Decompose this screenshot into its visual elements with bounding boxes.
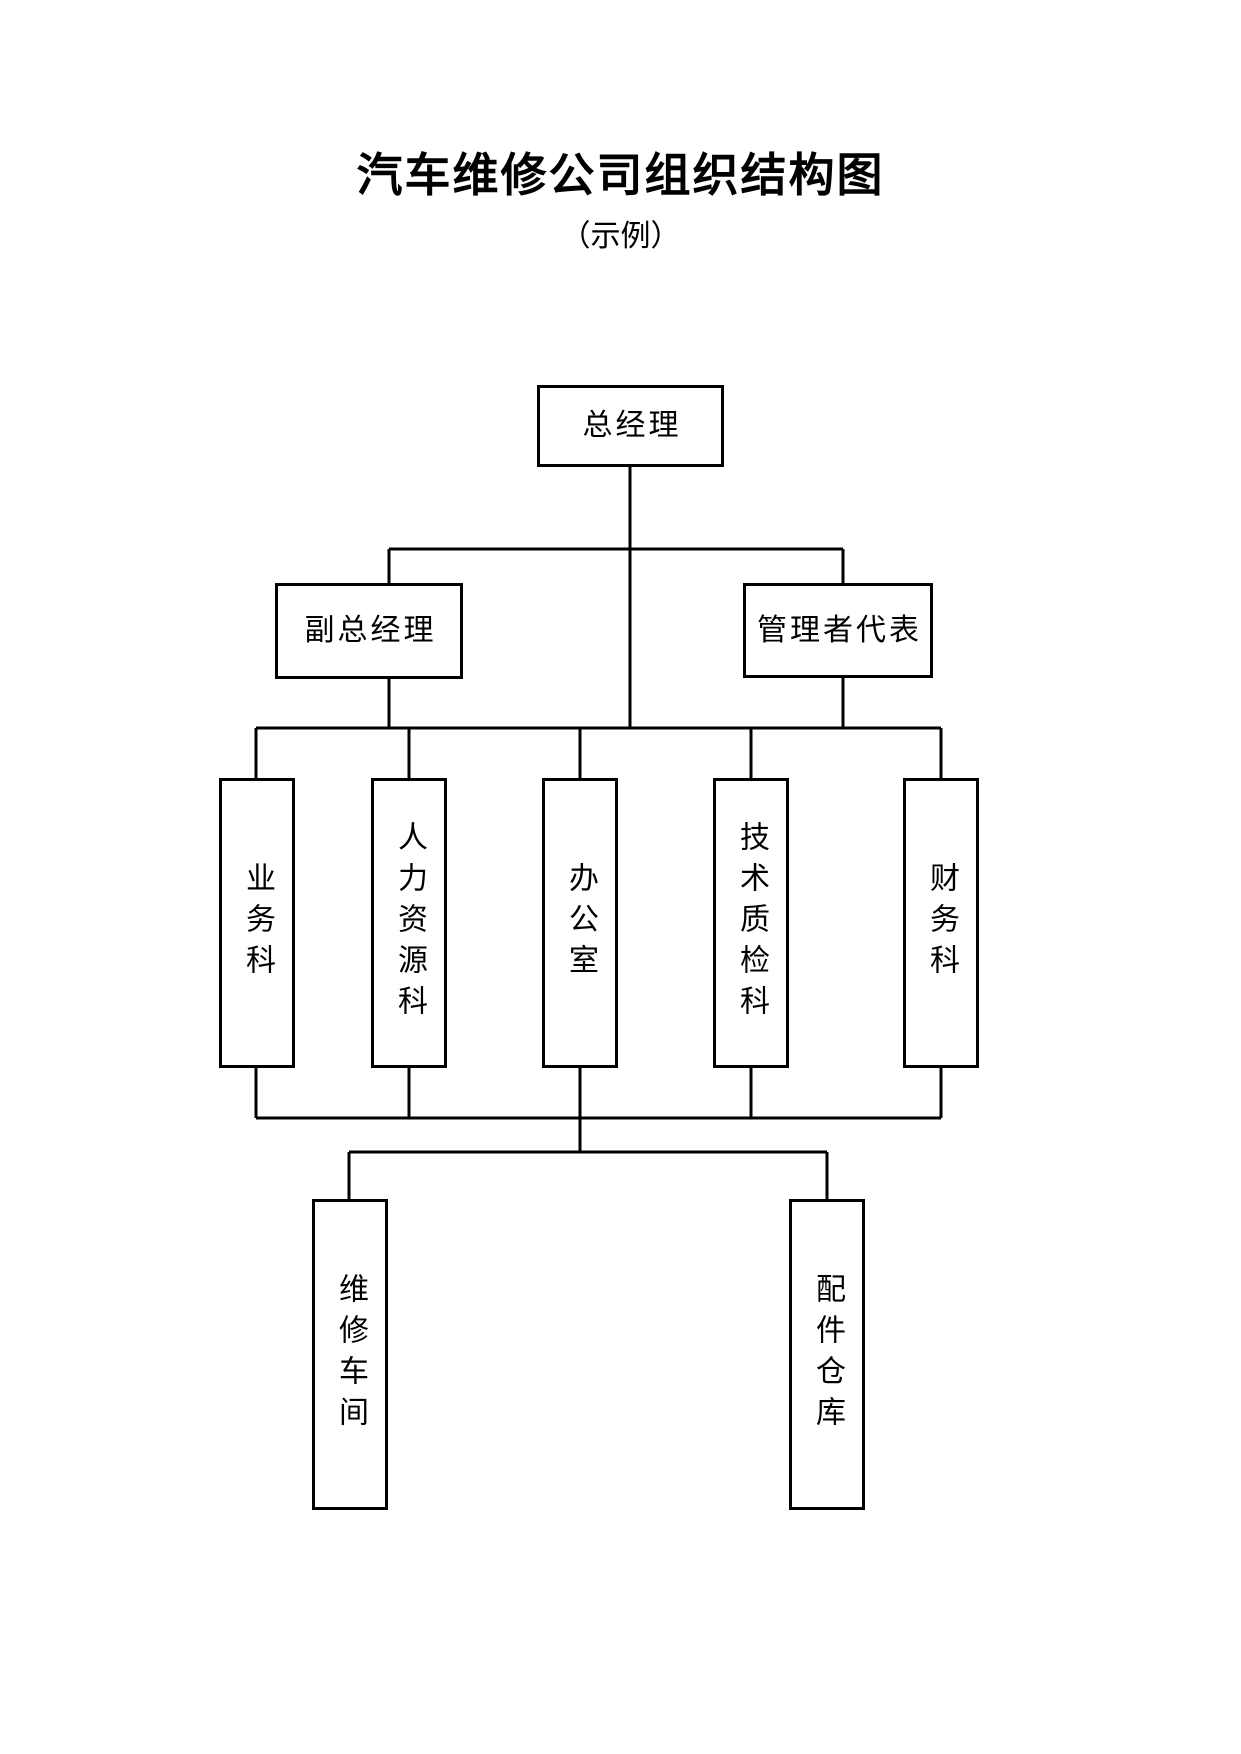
node-office: 办公室 <box>542 778 618 1068</box>
node-management-representative: 管理者代表 <box>743 583 933 678</box>
node-label: 业务科 <box>241 861 274 985</box>
node-label: 总经理 <box>582 409 682 442</box>
node-technical-quality-inspection-section: 技术质检科 <box>713 778 789 1068</box>
node-label: 副总经理 <box>304 614 437 647</box>
node-finance-section: 财务科 <box>903 778 979 1068</box>
node-deputy-general-manager: 副总经理 <box>275 583 463 679</box>
page-subtitle: （示例） <box>560 220 681 253</box>
page-title: 汽车维修公司组织结构图 <box>356 149 885 201</box>
node-label: 管理者代表 <box>757 613 922 647</box>
node-label: 人力资源科 <box>393 820 426 1026</box>
node-label: 技术质检科 <box>735 820 768 1026</box>
node-label: 财务科 <box>925 861 958 985</box>
node-label: 维修车间 <box>334 1272 367 1437</box>
node-general-manager: 总经理 <box>537 385 724 467</box>
node-repair-workshop: 维修车间 <box>312 1199 388 1510</box>
node-business-section: 业务科 <box>219 778 295 1068</box>
node-parts-warehouse: 配件仓库 <box>789 1199 865 1510</box>
node-label: 配件仓库 <box>811 1272 844 1437</box>
node-label: 办公室 <box>564 861 597 985</box>
node-human-resources-section: 人力资源科 <box>371 778 447 1068</box>
